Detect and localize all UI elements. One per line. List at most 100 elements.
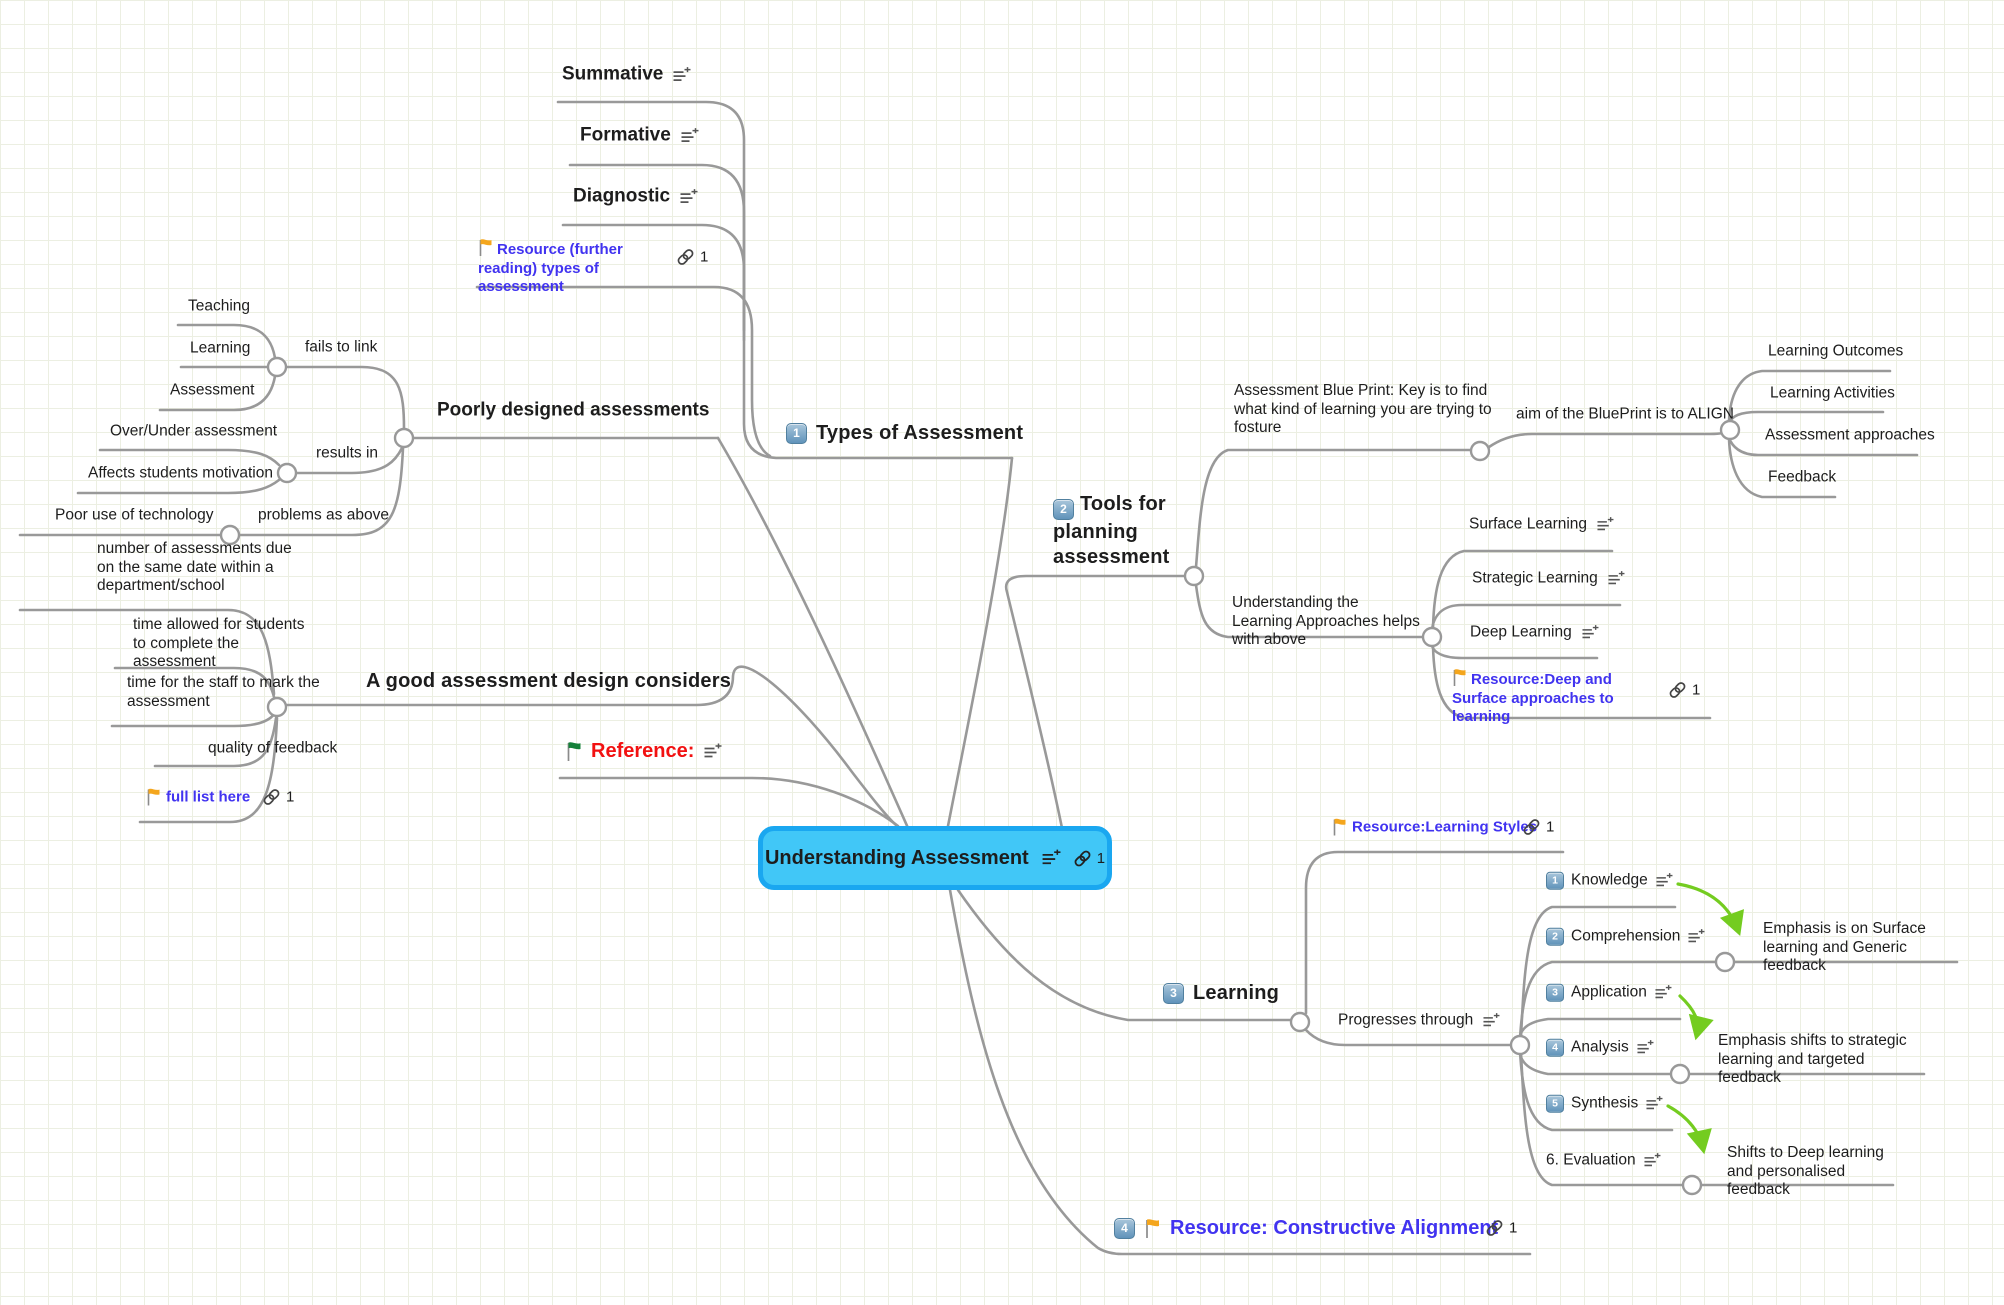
- node-label: A good assessment design considers: [366, 670, 732, 692]
- note-icon[interactable]: [1607, 571, 1625, 587]
- number-badge: 4: [1546, 1039, 1564, 1057]
- node-quality-feedback[interactable]: quality of feedback: [208, 740, 337, 759]
- link-chip[interactable]: 1: [1668, 681, 1700, 700]
- collapse-handle[interactable]: [219, 524, 241, 546]
- node-reference[interactable]: Reference:: [566, 739, 722, 763]
- note-icon[interactable]: [1687, 929, 1705, 945]
- node-good-design[interactable]: A good assessment design considers: [366, 669, 731, 693]
- collapse-handle[interactable]: [1669, 1063, 1691, 1085]
- node-results-in[interactable]: results in: [316, 445, 378, 464]
- node-understanding-note[interactable]: Understanding the Learning Approaches he…: [1232, 594, 1422, 650]
- link-icon: [676, 248, 695, 267]
- note-icon[interactable]: [1041, 849, 1061, 867]
- node-feedback[interactable]: Feedback: [1768, 469, 1836, 488]
- note-icon[interactable]: [672, 66, 691, 83]
- number-badge: 2: [1546, 928, 1564, 946]
- node-resource-learning-styles[interactable]: Resource:Learning Styles: [1332, 818, 1537, 837]
- node-label: Over/Under assessment: [110, 422, 278, 440]
- node-diagnostic[interactable]: Diagnostic: [573, 186, 698, 209]
- node-over-under[interactable]: Over/Under assessment: [110, 423, 277, 442]
- branch-line: [1194, 448, 1473, 569]
- node-level-analysis[interactable]: 4 Analysis: [1546, 1039, 1654, 1058]
- link-count: 1: [1546, 818, 1555, 836]
- node-surface-learning[interactable]: Surface Learning: [1469, 516, 1614, 535]
- node-time-staff[interactable]: time for the staff to mark the assessmen…: [127, 674, 327, 711]
- branch-line: [98, 448, 281, 467]
- note-icon[interactable]: [679, 188, 698, 205]
- node-note-deep[interactable]: Shifts to Deep learning and personalised…: [1727, 1144, 1907, 1200]
- link-chip[interactable]: 1: [262, 788, 294, 807]
- collapse-handle[interactable]: [393, 427, 415, 449]
- note-icon[interactable]: [1654, 985, 1672, 1001]
- link-chip[interactable]: 1: [1485, 1219, 1517, 1238]
- collapse-handle[interactable]: [1421, 626, 1443, 648]
- node-level-evaluation[interactable]: 6. Evaluation: [1546, 1152, 1661, 1171]
- collapse-handle[interactable]: [276, 462, 298, 484]
- node-time-students[interactable]: time allowed for students to complete th…: [133, 616, 313, 672]
- node-poorly-designed[interactable]: Poorly designed assessments: [437, 400, 709, 423]
- node-blueprint-note[interactable]: Assessment Blue Print: Key is to find wh…: [1234, 382, 1494, 438]
- node-note-strategic[interactable]: Emphasis shifts to strategic learning an…: [1718, 1032, 1918, 1088]
- node-resource-types[interactable]: Resource (further reading) types of asse…: [478, 238, 684, 297]
- note-icon[interactable]: [1596, 517, 1614, 533]
- link-chip[interactable]: 1: [1073, 849, 1105, 868]
- node-teaching[interactable]: Teaching: [188, 298, 250, 317]
- note-icon[interactable]: [1482, 1013, 1500, 1029]
- node-learning-outcomes[interactable]: Learning Outcomes: [1768, 343, 1903, 362]
- node-label: full list here: [166, 788, 251, 805]
- collapse-handle[interactable]: [266, 696, 288, 718]
- node-label: Shifts to Deep learning and personalised…: [1727, 1144, 1884, 1199]
- node-poor-technology[interactable]: Poor use of technology: [55, 507, 214, 526]
- note-icon[interactable]: [1643, 1153, 1661, 1169]
- note-icon[interactable]: [680, 127, 699, 144]
- note-icon[interactable]: [1581, 625, 1599, 641]
- branch-line: [110, 711, 277, 728]
- note-icon[interactable]: [703, 743, 722, 760]
- node-deep-learning[interactable]: Deep Learning: [1470, 624, 1599, 643]
- node-learning-main[interactable]: 3 Learning: [1163, 981, 1279, 1005]
- branch-line: [1430, 644, 1599, 660]
- note-icon[interactable]: [1655, 873, 1673, 889]
- node-label: number of assessments due on the same da…: [97, 540, 292, 595]
- node-level-comprehension[interactable]: 2 Comprehension: [1546, 928, 1705, 947]
- number-badge: 1: [1546, 872, 1564, 890]
- link-chip[interactable]: 1: [1522, 818, 1554, 837]
- node-number-of-assessments[interactable]: number of assessments due on the same da…: [97, 540, 312, 596]
- link-chip[interactable]: 1: [676, 248, 708, 267]
- note-icon[interactable]: [1636, 1040, 1654, 1056]
- collapse-handle[interactable]: [1509, 1034, 1531, 1056]
- node-learning-activities[interactable]: Learning Activities: [1770, 385, 1895, 404]
- node-types-of-assessment[interactable]: 1 Types of Assessment: [786, 421, 1023, 445]
- collapse-handle[interactable]: [1469, 440, 1491, 462]
- node-problems-as-above[interactable]: problems as above: [258, 507, 389, 526]
- collapse-handle[interactable]: [1714, 951, 1736, 973]
- collapse-handle[interactable]: [1719, 419, 1741, 441]
- node-note-surface[interactable]: Emphasis is on Surface learning and Gene…: [1763, 920, 1968, 976]
- node-assessment-small[interactable]: Assessment: [170, 382, 254, 401]
- node-level-application[interactable]: 3 Application: [1546, 984, 1672, 1003]
- branch-line: [1487, 428, 1731, 449]
- node-fails-to-link[interactable]: fails to link: [305, 339, 377, 358]
- node-constructive-alignment[interactable]: 4 Resource: Constructive Alignment: [1114, 1216, 1498, 1240]
- root-node[interactable]: Understanding Assessment 1: [758, 826, 1112, 890]
- branch-line: [1519, 905, 1677, 1039]
- node-resource-deep-surface[interactable]: Resource:Deep and Surface approaches to …: [1452, 668, 1667, 727]
- node-progresses-through[interactable]: Progresses through: [1338, 1012, 1500, 1031]
- node-formative[interactable]: Formative: [580, 125, 699, 148]
- node-summative[interactable]: Summative: [562, 64, 691, 87]
- node-strategic-learning[interactable]: Strategic Learning: [1472, 570, 1625, 589]
- node-affects-motivation[interactable]: Affects students motivation: [88, 465, 273, 484]
- node-assessment-approaches[interactable]: Assessment approaches: [1765, 427, 1935, 446]
- node-blueprint-aim[interactable]: aim of the BluePrint is to ALIGN: [1516, 406, 1734, 425]
- node-level-synthesis[interactable]: 5 Synthesis: [1546, 1095, 1663, 1114]
- node-level-knowledge[interactable]: 1 Knowledge: [1546, 872, 1673, 891]
- collapse-handle[interactable]: [1681, 1174, 1703, 1196]
- note-icon[interactable]: [1645, 1096, 1663, 1112]
- collapse-handle[interactable]: [1183, 565, 1205, 587]
- node-learning-small[interactable]: Learning: [190, 340, 250, 359]
- collapse-handle[interactable]: [1289, 1011, 1311, 1033]
- node-full-list-here[interactable]: full list here: [146, 788, 250, 807]
- collapse-handle[interactable]: [266, 356, 288, 378]
